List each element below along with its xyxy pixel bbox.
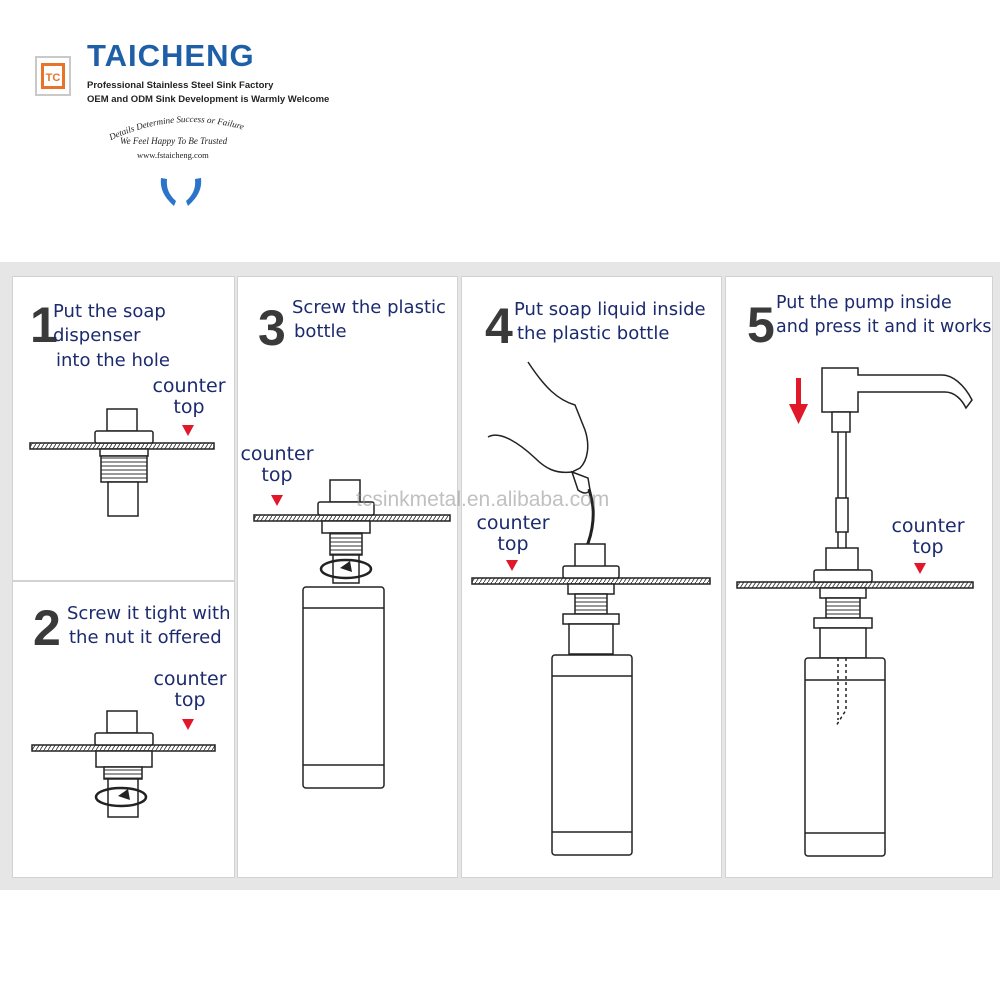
- counter-top-label-2: counter top: [149, 668, 231, 712]
- press-arrow: [789, 378, 808, 424]
- hands-icon: [160, 178, 202, 206]
- step-5-pump-inserted: [736, 367, 974, 857]
- step-text-2-line1: Screw it tight with: [67, 603, 231, 624]
- step-text-4-line1: Put soap liquid inside: [514, 299, 706, 320]
- logo-initials: TC: [46, 72, 61, 84]
- logo-mark: TC: [41, 63, 65, 89]
- step-3-bottle-assembly: [253, 479, 451, 789]
- step-1-dispenser-body: [29, 408, 215, 517]
- counter-marker-3: [271, 495, 283, 506]
- step-number-3: 3: [258, 300, 286, 356]
- counter-label-line1: counter: [153, 668, 227, 690]
- counter-label-line2: top: [174, 689, 206, 712]
- counter-top-label-1: counter top: [148, 375, 230, 419]
- counter-label-line2: top: [261, 464, 293, 487]
- step-text-3-line2: bottle: [294, 321, 347, 343]
- counter-marker-4: [506, 560, 518, 571]
- tagline-factory: Professional Stainless Steel Sink Factor…: [87, 80, 274, 91]
- trust-line: We Feel Happy To Be Trusted: [120, 136, 228, 146]
- brand-logo: TC: [35, 56, 71, 96]
- counter-label-line1: counter: [476, 512, 550, 534]
- step-text-5-line2: and press it and it works: [776, 316, 992, 337]
- step-number-1: 1: [30, 297, 58, 353]
- step-number-4: 4: [485, 298, 513, 354]
- step-text-3: Screw the plastic bottle: [292, 296, 457, 345]
- step-text-2: Screw it tight with the nut it offered: [67, 602, 235, 651]
- tagline-oem: OEM and ODM Sink Development is Warmly W…: [87, 94, 330, 105]
- step-2-dispenser-with-nut: [31, 710, 216, 818]
- step-text-1: Put the soap dispenser into the hole: [53, 300, 238, 373]
- step-4-fill-bottle: [471, 361, 711, 856]
- step-text-1-line1: Put the soap dispenser: [53, 301, 166, 347]
- counter-marker-2: [182, 719, 194, 730]
- brand-name: TAICHENG: [87, 38, 255, 73]
- counter-top-label-5: counter top: [887, 515, 969, 559]
- step-text-3-line1: Screw the plastic: [292, 297, 446, 318]
- counter-top-label-3: counter top: [236, 443, 318, 487]
- counter-label-line2: top: [173, 396, 205, 419]
- counter-marker-1: [182, 425, 194, 436]
- website-line: www.fstaicheng.com: [137, 150, 209, 160]
- step-text-4-line2: the plastic bottle: [517, 323, 670, 345]
- step-text-1-line2: into the hole: [56, 349, 170, 371]
- step-number-5: 5: [747, 297, 775, 353]
- counter-label-line1: counter: [891, 515, 965, 537]
- step-text-5: Put the pump inside and press it and it …: [776, 292, 993, 339]
- counter-label-line2: top: [497, 533, 529, 556]
- counter-label-line1: counter: [152, 375, 226, 397]
- counter-label-line2: top: [912, 536, 944, 559]
- step-text-2-line2: the nut it offered: [69, 627, 222, 649]
- counter-marker-5: [914, 563, 926, 574]
- watermark: tcsinkmetal.en.alibaba.com: [356, 488, 610, 511]
- step-number-2: 2: [33, 600, 61, 656]
- counter-top-label-4: counter top: [472, 512, 554, 556]
- counter-label-line1: counter: [240, 443, 314, 465]
- motto-arc: Details Determine Success or Failure: [107, 114, 246, 142]
- step-text-4: Put soap liquid inside the plastic bottl…: [514, 298, 722, 347]
- step-text-5-line1: Put the pump inside: [776, 293, 952, 313]
